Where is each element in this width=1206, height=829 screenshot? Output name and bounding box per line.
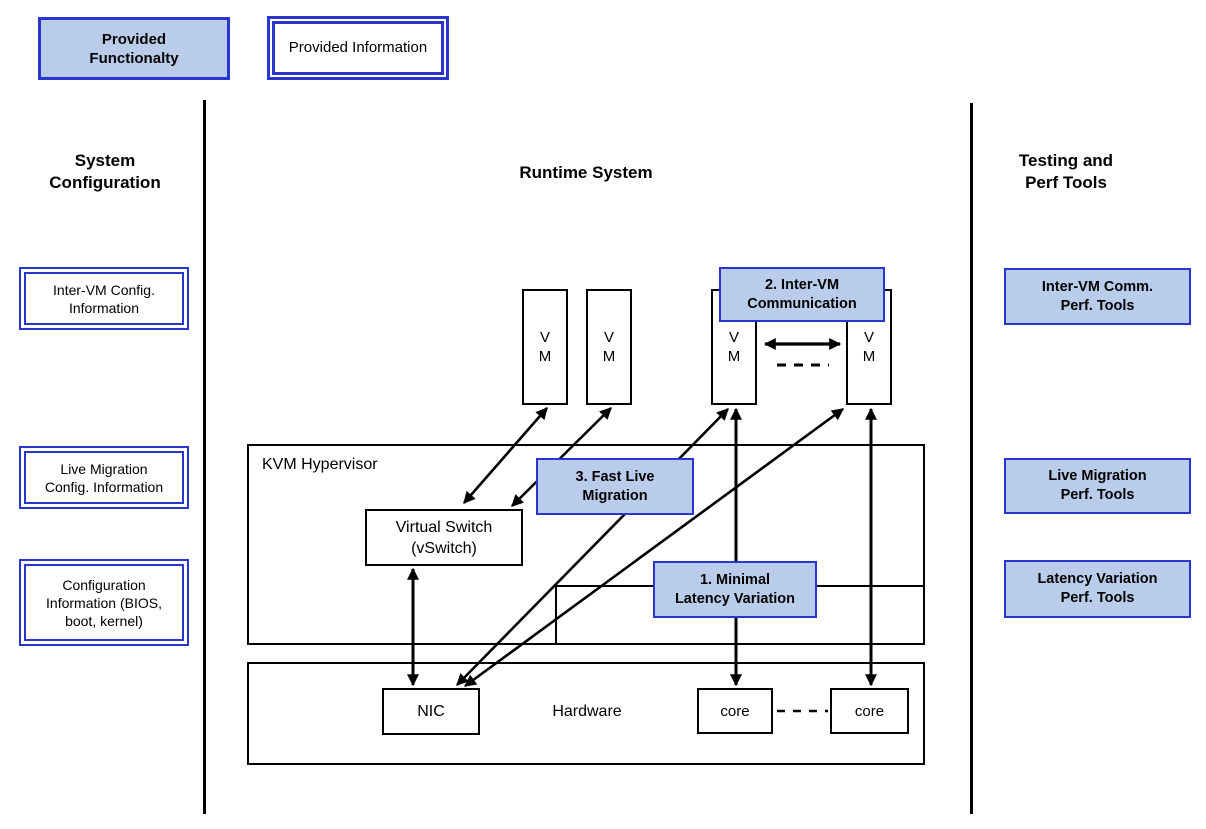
perf-box-inter-vm-label: Inter-VM Comm. Perf. Tools bbox=[1041, 278, 1154, 314]
legend-provided-functionality: Provided Functionalty bbox=[38, 17, 230, 80]
heading-system-configuration: System Configuration bbox=[49, 151, 161, 192]
vm-label: V M bbox=[602, 329, 616, 365]
column-divider-right bbox=[970, 103, 973, 814]
config-box-live-migration: Live Migration Config. Information bbox=[19, 446, 189, 509]
vm-box-1: V M bbox=[522, 289, 568, 405]
vm-label: V M bbox=[538, 329, 552, 365]
vswitch-label: Virtual Switch (vSwitch) bbox=[395, 518, 493, 557]
config-box-bios-label: Configuration Information (BIOS, boot, k… bbox=[46, 576, 162, 629]
vm-box-2: V M bbox=[586, 289, 632, 405]
heading-testing-perf-tools: Testing and Perf Tools bbox=[1018, 151, 1114, 192]
perf-box-inter-vm: Inter-VM Comm. Perf. Tools bbox=[1004, 268, 1191, 325]
heading-runtime-system: Runtime System bbox=[519, 163, 653, 182]
highlight-inter-vm-communication: 2. Inter-VM Communication bbox=[719, 267, 885, 322]
vm-label: V M bbox=[862, 329, 876, 365]
config-box-inter-vm-label: Inter-VM Config. Information bbox=[53, 281, 155, 316]
highlight-minimal-latency-variation-label: 1. Minimal Latency Variation bbox=[674, 571, 796, 607]
core-box-2: core bbox=[830, 688, 909, 734]
hardware-label: Hardware bbox=[552, 703, 622, 720]
legend-provided-functionality-label: Provided Functionalty bbox=[89, 30, 179, 67]
highlight-fast-live-migration-label: 3. Fast Live Migration bbox=[575, 468, 655, 504]
config-box-live-migration-label: Live Migration Config. Information bbox=[44, 460, 164, 495]
perf-box-live-migration: Live Migration Perf. Tools bbox=[1004, 458, 1191, 514]
perf-box-latency-variation-label: Latency Variation Perf. Tools bbox=[1037, 571, 1158, 606]
highlight-minimal-latency-variation: 1. Minimal Latency Variation bbox=[653, 561, 817, 618]
hypervisor-label: KVM Hypervisor bbox=[262, 456, 378, 473]
highlight-fast-live-migration: 3. Fast Live Migration bbox=[536, 458, 694, 515]
core-box-1: core bbox=[697, 688, 773, 734]
nic-box: NIC bbox=[382, 688, 480, 735]
nic-label: NIC bbox=[417, 702, 445, 720]
config-box-inter-vm: Inter-VM Config. Information bbox=[19, 267, 189, 330]
core-label: core bbox=[854, 702, 885, 720]
legend-provided-information: Provided Information bbox=[267, 16, 449, 80]
core-label: core bbox=[720, 702, 750, 720]
perf-box-latency-variation: Latency Variation Perf. Tools bbox=[1004, 560, 1191, 618]
vm-label: V M bbox=[727, 329, 741, 365]
vswitch-box: Virtual Switch (vSwitch) bbox=[365, 509, 523, 566]
perf-box-live-migration-label: Live Migration Perf. Tools bbox=[1048, 468, 1147, 503]
legend-provided-information-label: Provided Information bbox=[288, 39, 428, 56]
highlight-inter-vm-communication-label: 2. Inter-VM Communication bbox=[747, 276, 857, 312]
config-box-bios: Configuration Information (BIOS, boot, k… bbox=[19, 559, 189, 646]
column-divider-left bbox=[203, 100, 206, 814]
